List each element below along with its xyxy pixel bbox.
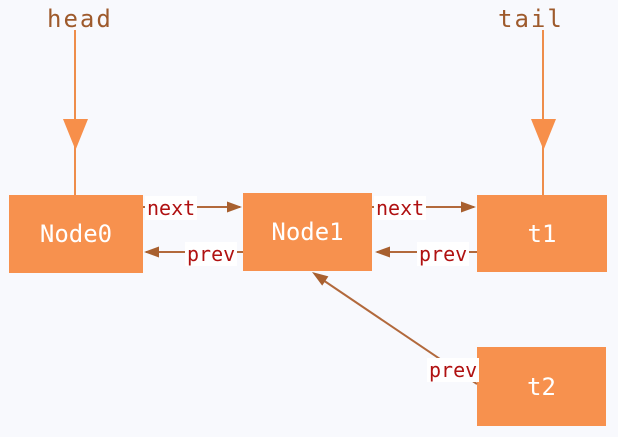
head-pointer-label: head (47, 5, 113, 33)
tail-pointer-label: tail (498, 5, 564, 33)
node-node1: Node1 (243, 193, 372, 271)
edge-label-next-node0-node1: next (145, 196, 198, 220)
next-node1-t1-arrowhead (461, 201, 476, 213)
tail-arrowhead (531, 119, 556, 150)
node-t2: t2 (477, 347, 606, 426)
node-t1-label: t1 (527, 219, 557, 248)
node-t1: t1 (477, 195, 607, 272)
edge-label-prev-node1-node0: prev (185, 242, 238, 266)
prev-t2-node1-arrowhead (312, 272, 329, 286)
prev-t1-node1-arrowhead (375, 246, 390, 258)
next-node0-node1-arrowhead (227, 201, 242, 213)
head-arrowhead (63, 119, 88, 150)
node-node1-label: Node1 (271, 218, 344, 246)
edge-label-prev-t1-node1: prev (417, 242, 470, 266)
node-node0-label: Node0 (39, 220, 113, 248)
node-node0: Node0 (9, 195, 143, 273)
edge-label-next-node1-t1: next (374, 196, 427, 220)
edge-label-prev-t2-node1: prev (427, 358, 480, 382)
node-t2-label: t2 (527, 372, 556, 401)
prev-node1-node0-arrowhead (144, 246, 159, 258)
